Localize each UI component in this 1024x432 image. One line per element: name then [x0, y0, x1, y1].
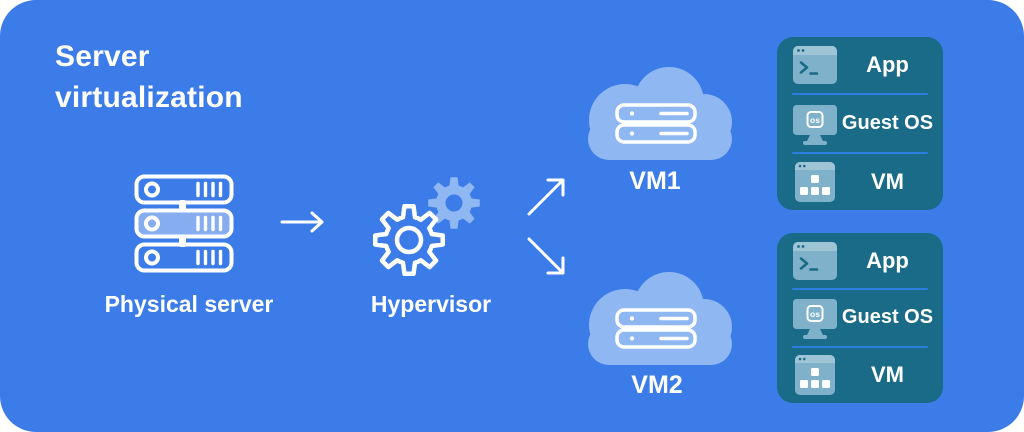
panel-divider [792, 288, 928, 291]
panel-divider [792, 151, 928, 154]
stack-row-guest-os: os Guest OS [777, 290, 943, 345]
arrow-down-right-icon [527, 237, 565, 275]
stack-row-label: App [866, 247, 909, 273]
title-line-1: Server [55, 40, 150, 73]
stack-row-label: VM [871, 362, 904, 388]
stack-row-vm: VM [777, 348, 943, 403]
arrow-right-icon [280, 211, 324, 233]
terminal-window-icon [790, 46, 840, 85]
stack-row-label: App [866, 52, 909, 78]
hypervisor-label: Hypervisor [370, 291, 492, 317]
vm1-cloud-server-icon [588, 67, 732, 160]
stack-row-app: App [777, 37, 943, 93]
monitor-os-icon: os [790, 102, 840, 145]
vm1-label: VM1 [629, 167, 681, 195]
terminal-window-icon [790, 241, 840, 280]
panel-divider [792, 93, 928, 96]
stack-row-label: VM [871, 168, 904, 194]
panel-divider [792, 345, 928, 348]
title-line-2: virtualization [55, 81, 243, 114]
window-apps-icon [790, 355, 840, 396]
arrow-up-right-icon [527, 178, 565, 216]
window-apps-icon [790, 161, 840, 202]
os-badge-text: os [810, 115, 820, 125]
stack-row-app: App [777, 233, 943, 288]
os-badge-text: os [810, 309, 820, 319]
stack-row-label: Guest OS [841, 111, 934, 134]
vm2-cloud-server-icon [588, 272, 732, 365]
physical-server-label: Physical server [104, 291, 274, 317]
page-title: Server virtualization [55, 36, 243, 118]
vm2-stack-panel: App os Guest OS [777, 233, 943, 403]
monitor-os-icon: os [790, 296, 840, 340]
vm2-label: VM2 [631, 371, 683, 399]
gears-icon [373, 177, 480, 276]
stack-row-guest-os: os Guest OS [777, 95, 943, 151]
stack-row-vm: VM [777, 154, 943, 210]
stack-row-label: Guest OS [841, 306, 934, 329]
vm1-stack-panel: App os Guest OS [777, 37, 943, 210]
server-stack-icon [134, 174, 234, 273]
